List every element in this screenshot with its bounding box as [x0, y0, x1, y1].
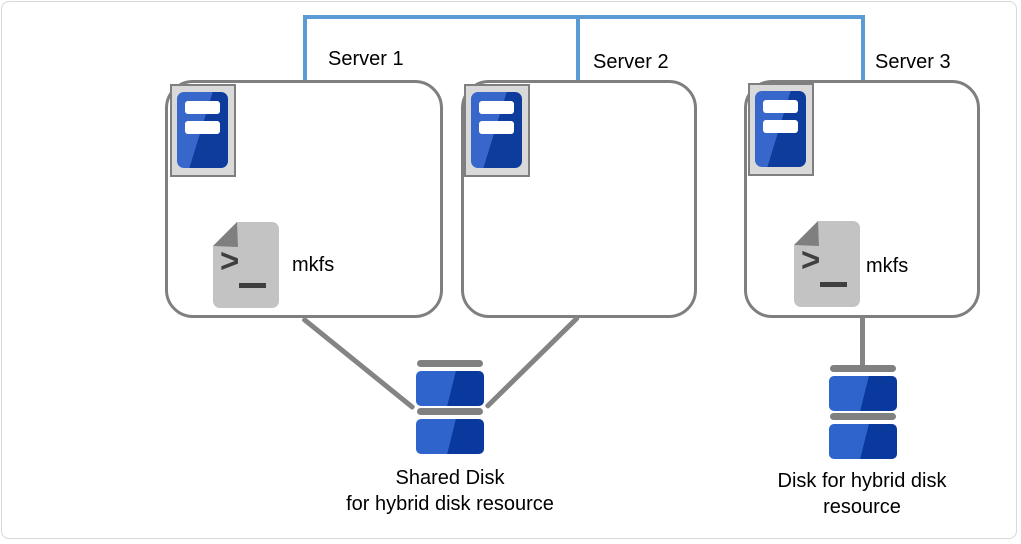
- server-slot-bar: [185, 101, 220, 114]
- disk-platter: [416, 419, 484, 454]
- network-drop-server2: [576, 15, 580, 81]
- hybrid-disk-label-line1: Disk for hybrid disk: [777, 470, 947, 492]
- hybrid-disk-label-line2: resource: [823, 496, 901, 518]
- server-tower: [471, 92, 522, 168]
- script-prompt-glyph: >: [801, 241, 821, 278]
- server-slot-bar: [479, 121, 514, 134]
- script-cursor-underscore: [820, 282, 847, 287]
- server3-label: Server 3: [875, 51, 951, 73]
- server-slot-bar: [763, 100, 798, 113]
- disk-cap: [417, 360, 483, 367]
- disk-icon: [416, 360, 484, 456]
- server1-label: Server 1: [328, 48, 404, 70]
- server-slot-bar: [479, 101, 514, 114]
- server-icon: [748, 83, 814, 176]
- link-server3-to-hybrid-disk: [860, 316, 865, 367]
- disk-cap: [830, 413, 896, 420]
- disk-cap: [417, 408, 483, 415]
- shared-disk-label-line2: for hybrid disk resource: [346, 493, 554, 515]
- server-tower: [755, 91, 806, 167]
- server2-label: Server 2: [593, 51, 669, 73]
- network-drop-server3: [861, 15, 865, 81]
- disk-platter: [829, 424, 897, 459]
- disk-cap: [830, 365, 896, 372]
- server1-mkfs-label: mkfs: [292, 254, 335, 276]
- script-cursor-underscore: [239, 283, 266, 288]
- server-tower: [177, 92, 228, 168]
- network-drop-server1: [303, 15, 307, 81]
- link-server2-to-shared-disk: [484, 315, 580, 409]
- disk-platter: [416, 371, 484, 406]
- server-slot-bar: [185, 121, 220, 134]
- server-icon: [464, 84, 530, 177]
- script-prompt-glyph: >: [220, 242, 240, 279]
- disk-icon: [829, 365, 897, 461]
- script-icon: >: [213, 222, 279, 308]
- server-icon: [170, 84, 236, 177]
- server-slot-bar: [763, 120, 798, 133]
- link-server1-to-shared-disk: [301, 316, 416, 410]
- server3-mkfs-label: mkfs: [866, 255, 909, 277]
- disk-platter: [829, 376, 897, 411]
- hybrid-disk-label: Disk for hybrid disk resource: [732, 468, 992, 520]
- shared-disk-label: Shared Disk for hybrid disk resource: [320, 465, 580, 517]
- server1-box: [165, 80, 443, 318]
- script-icon: >: [794, 221, 860, 307]
- shared-disk-label-line1: Shared Disk: [395, 467, 505, 489]
- network-line-horizontal: [303, 15, 865, 19]
